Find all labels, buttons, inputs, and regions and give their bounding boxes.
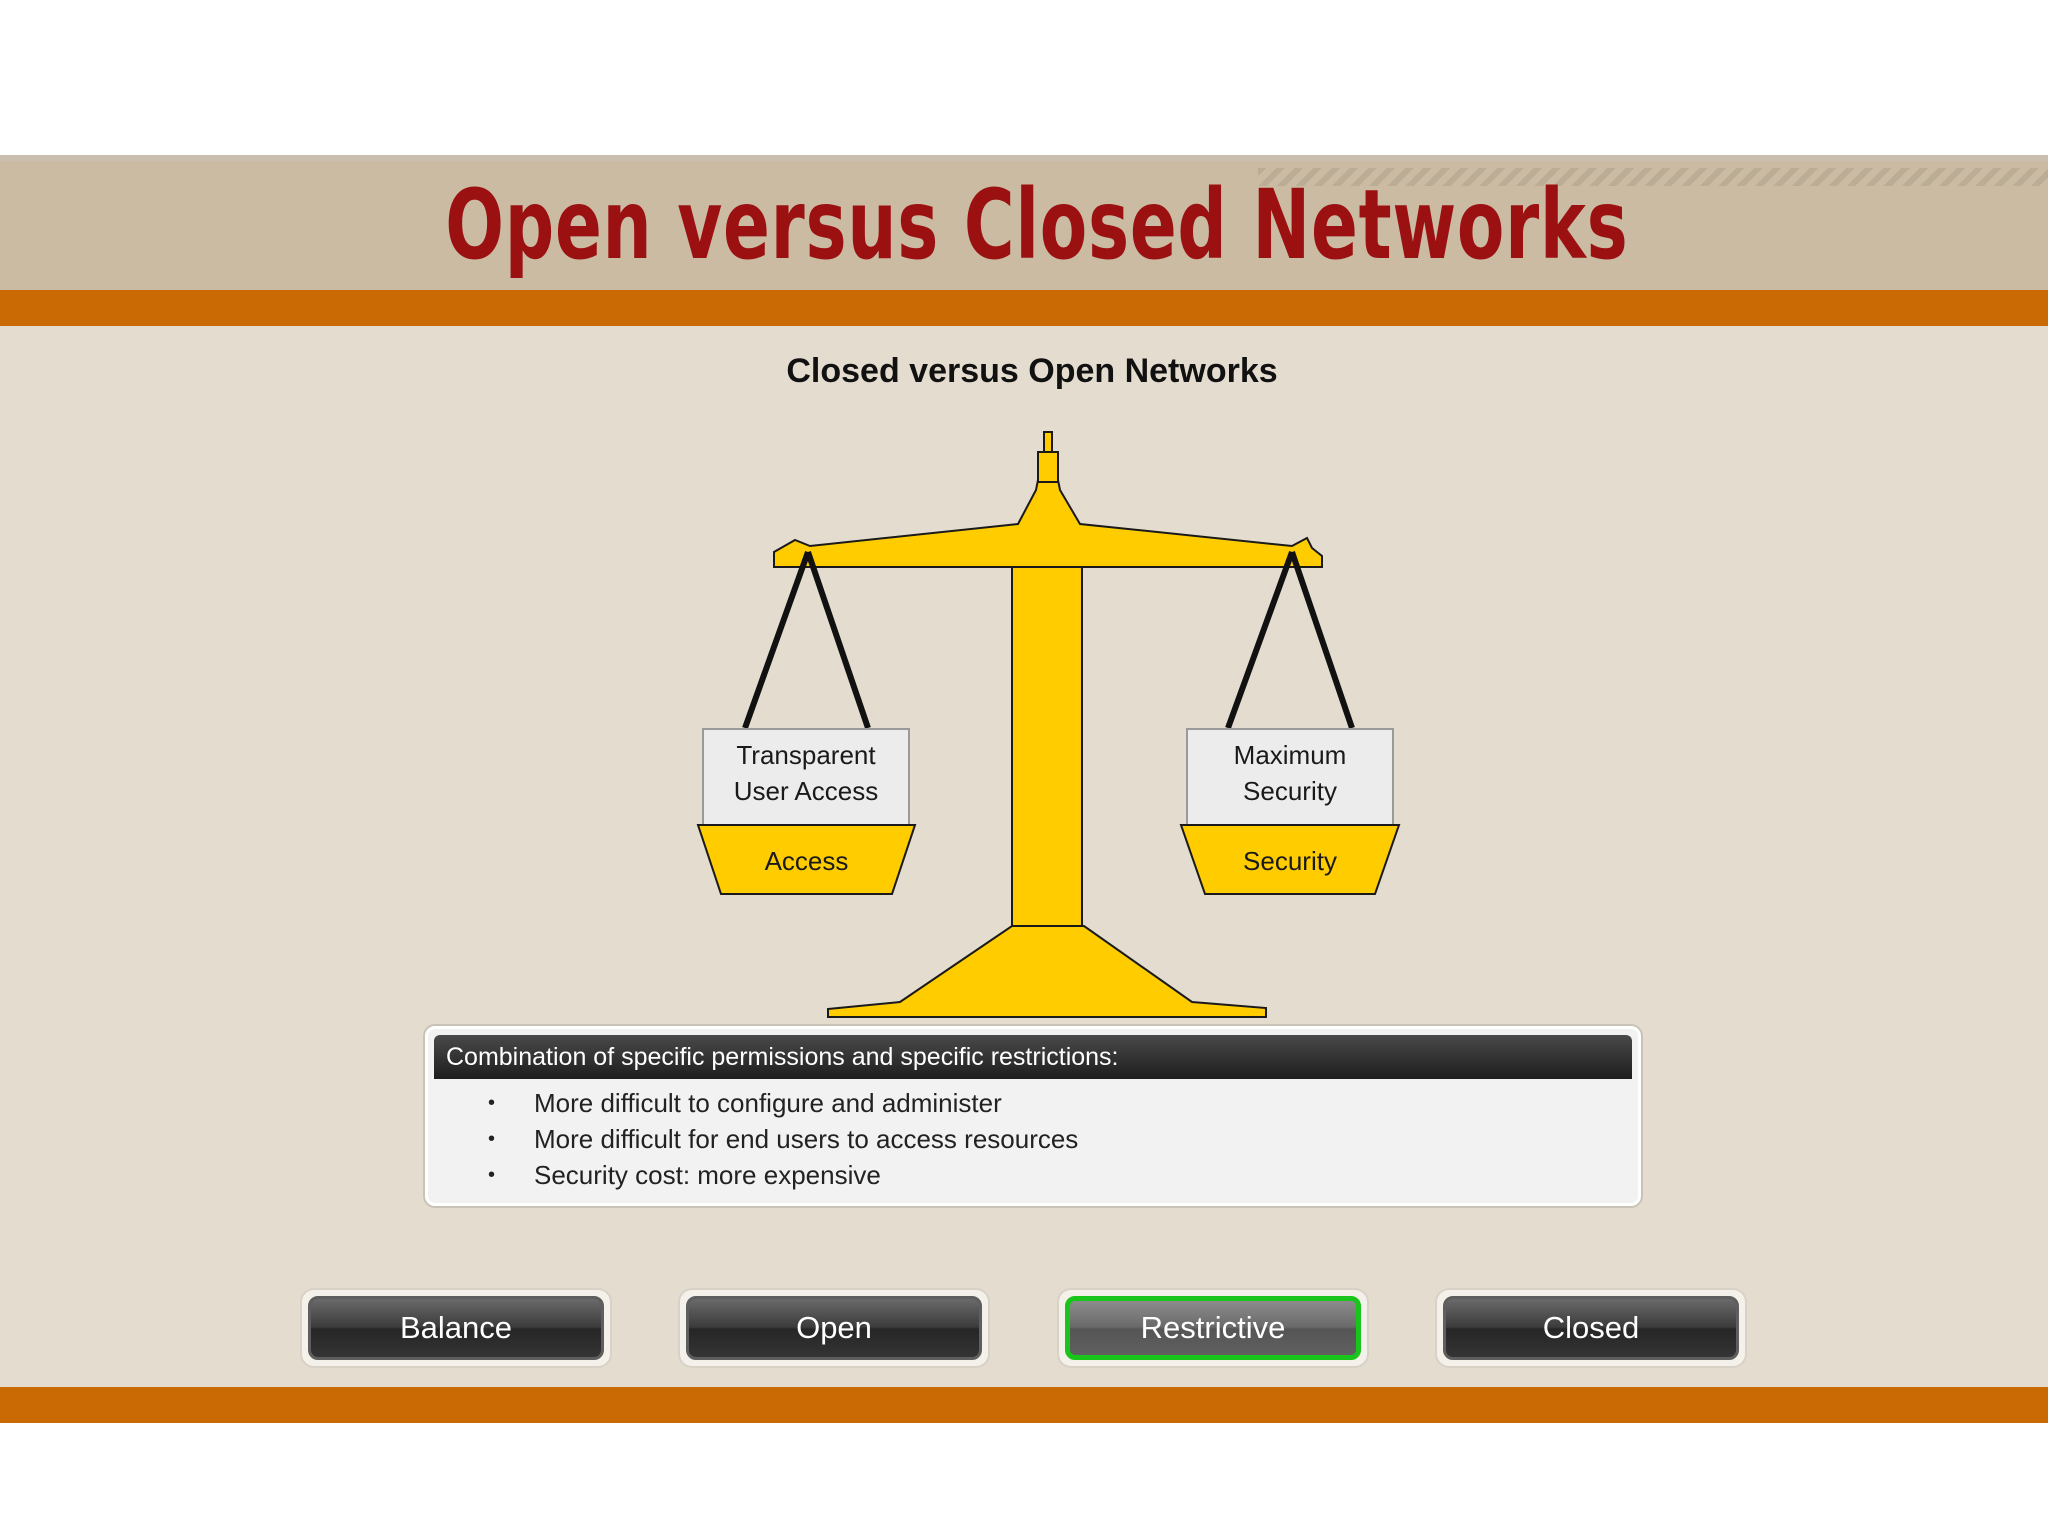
right-weight-box [1186, 728, 1394, 826]
left-box-label: Transparent User Access [703, 737, 909, 809]
scale-top-post [1037, 451, 1059, 483]
left-box-line-2: User Access [733, 776, 879, 806]
right-box-label: Maximum Security [1187, 737, 1393, 809]
bullet-icon: • [488, 1092, 496, 1114]
scale-strings [742, 550, 1355, 730]
closed-button-frame: Closed [1437, 1290, 1745, 1366]
scale-icon [773, 431, 1323, 1018]
header-accent-bar [0, 290, 2048, 326]
bullet-icon: • [488, 1164, 496, 1186]
balance-button[interactable]: Balance [308, 1296, 604, 1360]
list-item: •More difficult to configure and adminis… [488, 1085, 1638, 1121]
right-box-line-2: Security [1243, 776, 1337, 806]
info-panel: Combination of specific permissions and … [425, 1026, 1641, 1206]
left-pan-label: Access [764, 846, 849, 876]
balance-scale-diagram [696, 431, 1401, 1018]
info-header: Combination of specific permissions and … [434, 1035, 1632, 1079]
title-decoration [1258, 168, 2048, 186]
left-pan [696, 824, 917, 895]
left-box-line-1: Transparent [736, 740, 876, 770]
info-bullet-list: •More difficult to configure and adminis… [428, 1085, 1638, 1193]
list-item: •Security cost: more expensive [488, 1157, 1638, 1193]
right-pan-label: Security [1243, 846, 1337, 876]
scale-top-cap [1043, 431, 1053, 453]
balance-button-frame: Balance [302, 1290, 610, 1366]
restrictive-button-frame: Restrictive [1059, 1290, 1367, 1366]
top-rule [0, 155, 2048, 161]
right-box-line-1: Maximum [1233, 740, 1347, 770]
scale-base [827, 925, 1267, 1018]
right-pan [1179, 824, 1401, 895]
restrictive-button[interactable]: Restrictive [1065, 1296, 1361, 1360]
slide-title: Open versus Closed Networks [445, 169, 1629, 281]
diagram-title: Closed versus Open Networks [786, 352, 1278, 390]
scale-beam [773, 479, 1323, 568]
bullet-icon: • [488, 1128, 496, 1150]
list-item: •More difficult for end users to access … [488, 1121, 1638, 1157]
scale-column [1011, 565, 1083, 927]
open-button-frame: Open [680, 1290, 988, 1366]
closed-button[interactable]: Closed [1443, 1296, 1739, 1360]
left-weight-box [702, 728, 910, 826]
footer-accent-bar [0, 1387, 2048, 1423]
open-button[interactable]: Open [686, 1296, 982, 1360]
